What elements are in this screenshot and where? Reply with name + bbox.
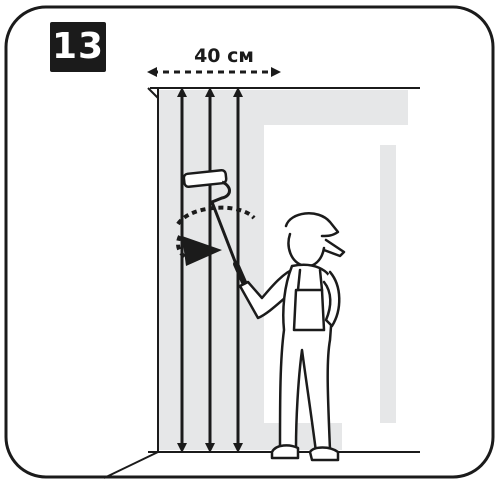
width-dimension-label: 40 см (186, 45, 262, 67)
step-number-badge: 13 (50, 22, 106, 72)
